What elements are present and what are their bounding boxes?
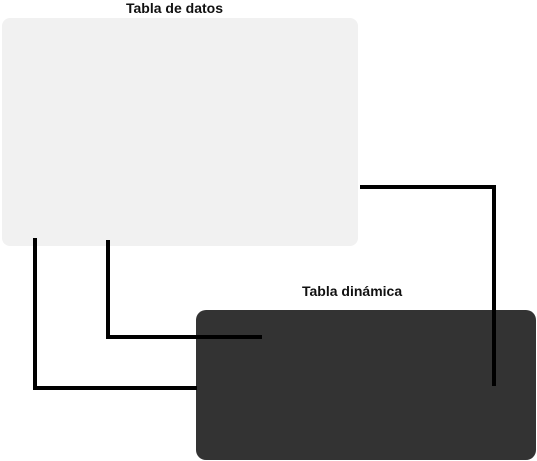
pivot-table-title: Tabla dinámica: [302, 283, 403, 299]
connector-pais-to-columns: [106, 240, 262, 339]
connector-producto-to-rows: [33, 238, 197, 390]
source-table-title: Tabla de datos: [126, 0, 223, 16]
connector-ventas-to-values: [360, 185, 496, 386]
source-table-panel: [2, 18, 358, 246]
